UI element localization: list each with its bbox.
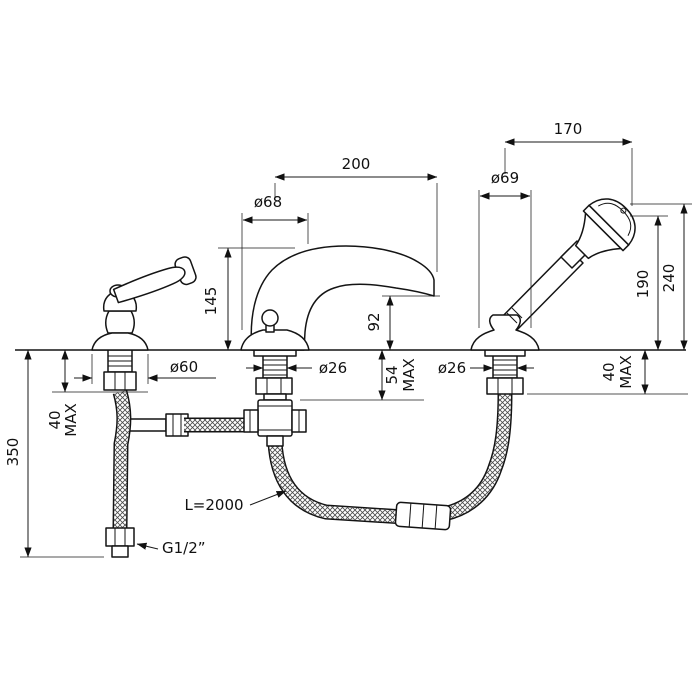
dim-label-54: 54 xyxy=(383,365,401,384)
shower-hose-left-run xyxy=(267,441,405,525)
dim-label-40-right-max: MAX xyxy=(617,355,635,388)
shower-head xyxy=(574,198,636,260)
dim-supply-hose-drop: 350 xyxy=(4,349,104,558)
dim-label-40-left: 40 xyxy=(46,410,64,429)
dim-shower-hole-diameter: ø26 xyxy=(438,359,534,377)
label-connection-thread: G1/2” xyxy=(136,539,206,557)
tee-bottom-spigot xyxy=(266,435,284,447)
tee-left-port xyxy=(243,409,259,433)
handle-shank-assembly xyxy=(103,349,137,391)
supply-hose-vertical xyxy=(112,389,132,529)
label-shower-hose-length: L=2000 xyxy=(184,490,287,514)
spout-base xyxy=(240,329,310,351)
spout-assembly xyxy=(240,245,435,351)
shower-hose-right-run xyxy=(442,391,513,522)
dim-label-240: 240 xyxy=(660,264,678,293)
dim-handle-base-diameter: ø60 xyxy=(74,354,216,384)
handshower-assembly xyxy=(470,198,636,351)
dim-label-40-right: 40 xyxy=(600,362,618,381)
spout-body xyxy=(250,245,435,351)
dim-label-92: 92 xyxy=(365,312,383,331)
dim-label-54-max: MAX xyxy=(400,358,418,391)
dim-handle-deck-thickness: 40 MAX xyxy=(46,349,148,437)
dim-label-L2000: L=2000 xyxy=(184,496,243,514)
handle-outlet-pipe xyxy=(123,413,189,437)
diverter-knob xyxy=(261,309,279,327)
dim-label-d26-shower: ø26 xyxy=(438,359,466,377)
dim-label-d60: ø60 xyxy=(170,358,198,376)
dim-spout-hole-diameter: ø26 xyxy=(246,359,347,377)
hose-end-stub xyxy=(111,545,129,558)
dim-label-350: 350 xyxy=(4,438,22,467)
dim-label-170: 170 xyxy=(554,120,583,138)
spout-washer xyxy=(253,349,297,357)
dim-shower-span: 170 xyxy=(504,120,633,206)
lever-arm xyxy=(112,266,186,304)
lever xyxy=(112,256,197,304)
handle-assembly xyxy=(91,256,197,351)
handle-body xyxy=(105,310,135,334)
handle-mounting-nut xyxy=(103,371,137,391)
dim-label-g12: G1/2” xyxy=(162,539,206,557)
dim-shower-height-inner: 190 xyxy=(630,215,668,351)
shower-washer xyxy=(484,349,526,357)
hose-coupling xyxy=(394,501,452,531)
dim-label-d68: ø68 xyxy=(254,193,282,211)
dim-spout-base-diameter: ø68 xyxy=(241,193,309,330)
handle-base-flange xyxy=(91,332,149,351)
hose-end-nut xyxy=(105,527,135,558)
dim-label-190: 190 xyxy=(634,270,652,299)
dim-label-145: 145 xyxy=(202,287,220,316)
dim-spout-deck-thickness: 54 MAX xyxy=(300,349,424,401)
shower-cradle xyxy=(470,314,540,351)
spout-mounting-nut xyxy=(255,377,293,395)
dim-outlet-height: 92 xyxy=(365,295,440,351)
head-dome xyxy=(588,198,636,246)
dim-label-d26-spout: ø26 xyxy=(319,359,347,377)
shower-mounting-nut xyxy=(486,377,524,395)
dim-spout-height: 145 xyxy=(202,247,295,351)
spout-tee-assembly xyxy=(243,349,307,447)
dim-shower-height-outer: 240 xyxy=(630,203,692,351)
dim-label-40-left-max: MAX xyxy=(62,403,80,436)
dim-shower-deck-thickness: 40 MAX xyxy=(527,349,688,395)
dim-spout-reach: 200 xyxy=(274,155,438,272)
dim-label-d69: ø69 xyxy=(491,169,519,187)
dim-label-200: 200 xyxy=(342,155,371,173)
tee-body xyxy=(257,399,293,437)
dim-shower-base-diameter: ø69 xyxy=(478,169,532,328)
